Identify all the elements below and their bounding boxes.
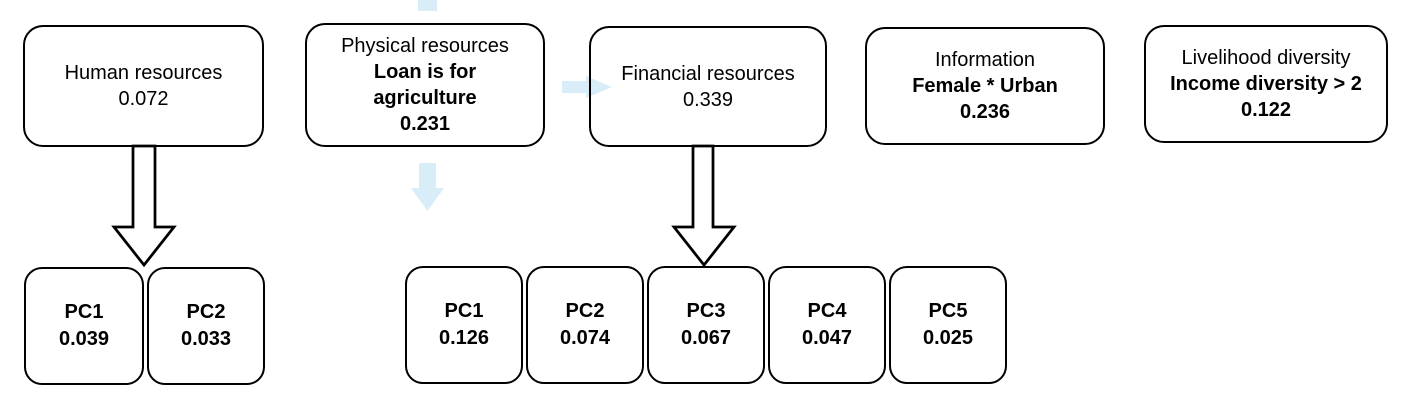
- pc-label: PC1: [444, 300, 484, 322]
- pc-box-human-pc1: PC1 0.039: [24, 267, 144, 385]
- box-variable: agriculture: [373, 87, 477, 109]
- box-title: Financial resources: [621, 62, 795, 85]
- pc-label: PC4: [807, 300, 847, 322]
- box-title: Human resources: [64, 62, 223, 84]
- box-information: Information Female * Urban 0.236: [865, 27, 1105, 145]
- box-variable: Female * Urban: [912, 75, 1058, 97]
- pc-label: PC5: [928, 300, 968, 322]
- pc-label: PC3: [686, 300, 726, 322]
- human-to-pc-down-arrow-icon: [111, 144, 177, 268]
- pc-box-financial-pc4: PC4 0.047: [768, 266, 886, 384]
- pc-box-financial-pc5: PC5 0.025: [889, 266, 1007, 384]
- pc-label: PC2: [565, 300, 605, 322]
- pc-value: 0.047: [801, 327, 853, 349]
- pc-label: PC1: [64, 301, 104, 323]
- highlight-arrow-tail-fragment: [418, 0, 437, 11]
- pc-value: 0.067: [680, 327, 732, 349]
- pc-value: 0.126: [438, 327, 490, 349]
- box-title: Livelihood diversity: [1181, 47, 1351, 69]
- box-value: 0.231: [399, 113, 451, 135]
- box-financial-resources: Financial resources 0.339: [589, 26, 827, 147]
- pc-box-financial-pc1: PC1 0.126: [405, 266, 523, 384]
- box-human-resources: Human resources 0.072: [23, 25, 264, 147]
- highlight-down-arrow-icon: [411, 163, 444, 211]
- financial-to-pc-down-arrow-icon: [671, 144, 737, 268]
- box-value: 0.339: [682, 88, 734, 111]
- box-value: 0.236: [959, 101, 1011, 123]
- pc-value: 0.025: [922, 327, 974, 349]
- pc-box-human-pc2: PC2 0.033: [147, 267, 265, 385]
- pc-value: 0.039: [58, 328, 110, 350]
- box-value: 0.072: [118, 88, 169, 110]
- pc-label: PC2: [186, 301, 226, 323]
- pc-value: 0.074: [559, 327, 611, 349]
- box-value: 0.122: [1240, 99, 1292, 121]
- pc-box-financial-pc2: PC2 0.074: [526, 266, 644, 384]
- box-title: Information: [934, 49, 1036, 71]
- box-physical-resources: Physical resources Loan is for agricultu…: [305, 23, 545, 147]
- box-variable: Income diversity > 2: [1170, 73, 1362, 95]
- box-livelihood-diversity: Livelihood diversity Income diversity > …: [1144, 25, 1388, 143]
- pc-value: 0.033: [180, 328, 232, 350]
- pc-box-financial-pc3: PC3 0.067: [647, 266, 765, 384]
- box-variable: Loan is for: [373, 61, 477, 83]
- box-title: Physical resources: [341, 35, 509, 57]
